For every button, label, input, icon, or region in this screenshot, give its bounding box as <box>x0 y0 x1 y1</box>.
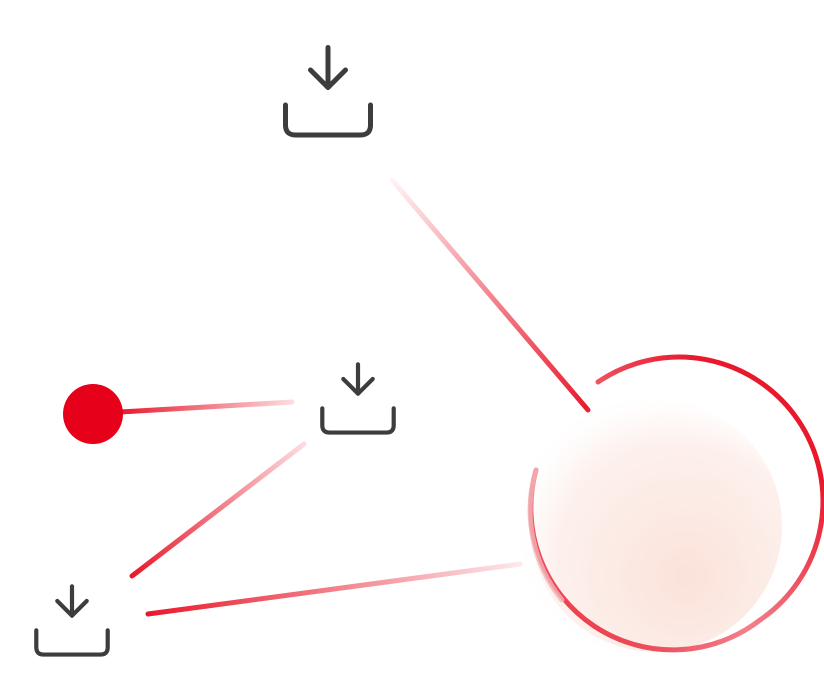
connections <box>117 177 591 617</box>
hub-node <box>512 354 824 664</box>
download-icon[interactable] <box>34 584 110 657</box>
hub-fill <box>530 400 782 652</box>
download-icon[interactable] <box>320 362 396 435</box>
hub-ring-inner-arc <box>527 467 565 603</box>
connection-bottom-to-hub <box>145 561 523 617</box>
connection-top-to-hub <box>389 177 591 413</box>
download-icon[interactable] <box>283 45 373 138</box>
connection-middle-to-bottom <box>129 441 307 579</box>
connection-dot-to-middle <box>117 399 295 415</box>
source-dot <box>63 384 123 444</box>
